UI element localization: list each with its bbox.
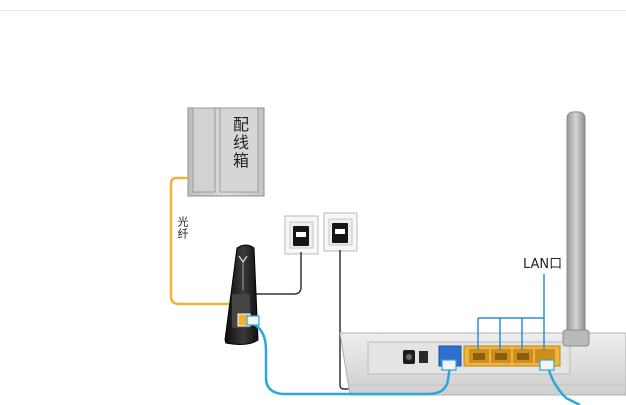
lan-port-label: LAN口: [523, 257, 563, 272]
distribution-box: [187, 107, 265, 197]
lan-cable-modem-to-router: [251, 321, 452, 396]
optical-modem: [224, 244, 259, 345]
distribution-box-label: 配线箱: [230, 116, 249, 170]
router-antenna: [562, 111, 590, 347]
top-divider: [0, 10, 626, 11]
fiber-label: 光纤: [176, 216, 189, 240]
fiber-cable: [169, 176, 232, 306]
phone-wall-socket-2: [323, 212, 358, 252]
router: [339, 332, 626, 396]
phone-wall-socket-1: [284, 215, 319, 255]
lan-port-bracket: [477, 274, 545, 350]
phone-cable-1: [252, 252, 302, 295]
